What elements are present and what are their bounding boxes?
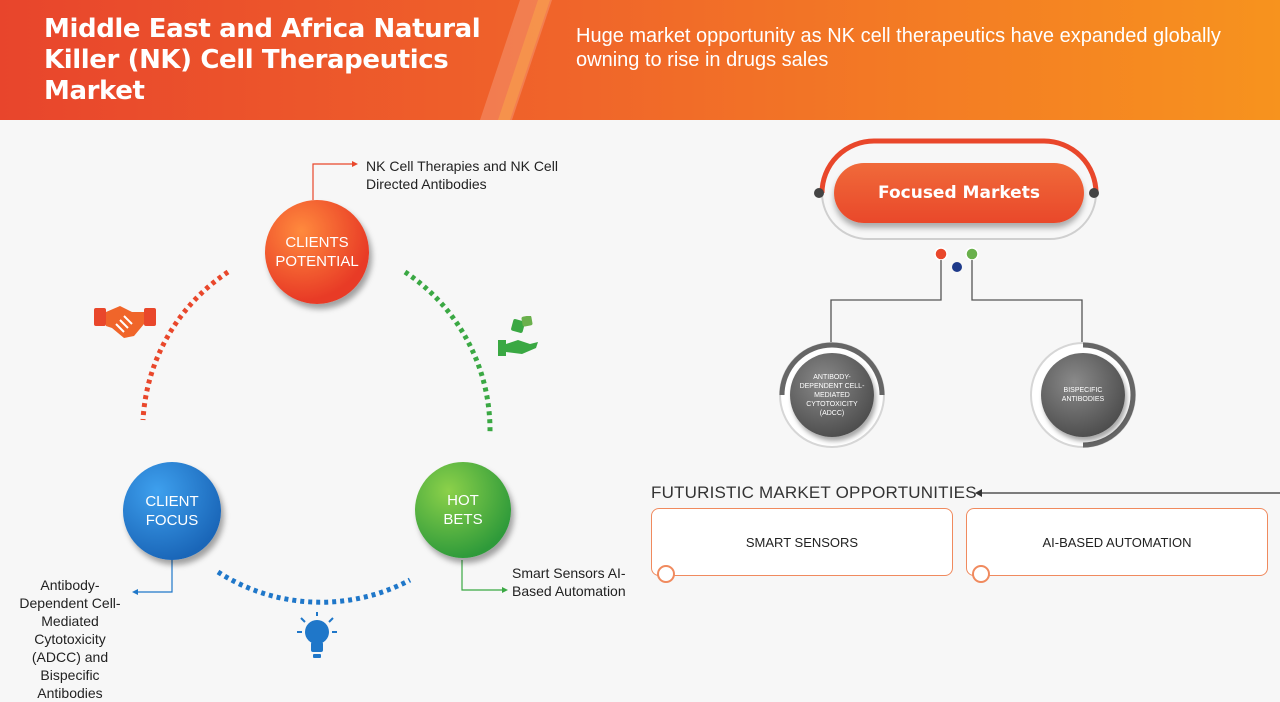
focused-frame-dot-right xyxy=(1089,188,1099,198)
tree-right-branch xyxy=(971,260,1083,343)
tree-left-branch xyxy=(830,260,942,343)
arc-bottom-dotted xyxy=(216,569,412,605)
futuristic-arrow-head xyxy=(975,489,982,497)
clients-note-connector xyxy=(312,163,352,200)
hot-bets-label-1: HOT xyxy=(447,492,479,509)
clients-potential-circle: CLIENTS POTENTIAL xyxy=(265,200,369,304)
focused-frame-bottom xyxy=(821,192,1097,240)
futuristic-item-label: AI-BASED AUTOMATION xyxy=(1042,534,1192,550)
focused-frame-dot-left xyxy=(814,188,824,198)
futuristic-title: FUTURISTIC MARKET OPPORTUNITIES xyxy=(651,483,977,502)
focused-markets-pill: Focused Markets xyxy=(834,163,1084,223)
header-background xyxy=(0,0,1280,120)
hot-bets-label-2: BETS xyxy=(443,511,483,528)
header-banner: Middle East and Africa Natural Killer (N… xyxy=(0,0,1280,120)
arc-right-dotted xyxy=(403,269,493,433)
client-focus-note: Antibody-Dependent Cell-Mediated Cytotox… xyxy=(19,577,121,701)
futuristic-item-smart-sensors: SMART SENSORS xyxy=(651,508,953,583)
clients-potential-label-2: POTENTIAL xyxy=(275,253,359,270)
clients-potential-label-1: CLIENTS xyxy=(285,234,349,251)
dot-green xyxy=(965,247,979,261)
focused-frame-top xyxy=(819,138,1099,194)
focused-market-adcc: Antibody-Dependent Cell-Mediated Cytotox… xyxy=(790,353,874,437)
futuristic-item-ai-automation: AI-BASED AUTOMATION xyxy=(966,508,1268,583)
futuristic-item-knob xyxy=(972,565,990,583)
client-focus-circle: CLIENT FOCUS xyxy=(123,462,221,560)
handshake-icon xyxy=(94,306,156,338)
hot-bets-note: Smart Sensors AI-Based Automation xyxy=(512,565,626,599)
page-title: Middle East and Africa Natural Killer (N… xyxy=(44,14,481,106)
hot-bets-circle: HOT BETS xyxy=(415,462,511,558)
focus-note-connector xyxy=(138,560,173,593)
dot-blue xyxy=(952,262,962,272)
header-tagline: Huge market opportunity as NK cell thera… xyxy=(576,25,1221,71)
hot-note-connector xyxy=(461,560,502,591)
clients-potential-note: NK Cell Therapies and NK Cell Directed A… xyxy=(366,158,558,192)
dot-red xyxy=(934,247,948,261)
client-focus-label-2: FOCUS xyxy=(145,512,199,529)
arc-left-dotted xyxy=(140,269,230,421)
client-focus-label-1: CLIENT xyxy=(145,493,199,510)
futuristic-item-label: SMART SENSORS xyxy=(745,534,859,550)
focused-market-bispecific: Bispecific Antibodies xyxy=(1041,353,1125,437)
futuristic-item-knob xyxy=(657,565,675,583)
lightbulb-icon xyxy=(297,612,337,658)
money-hand-icon xyxy=(498,316,538,356)
